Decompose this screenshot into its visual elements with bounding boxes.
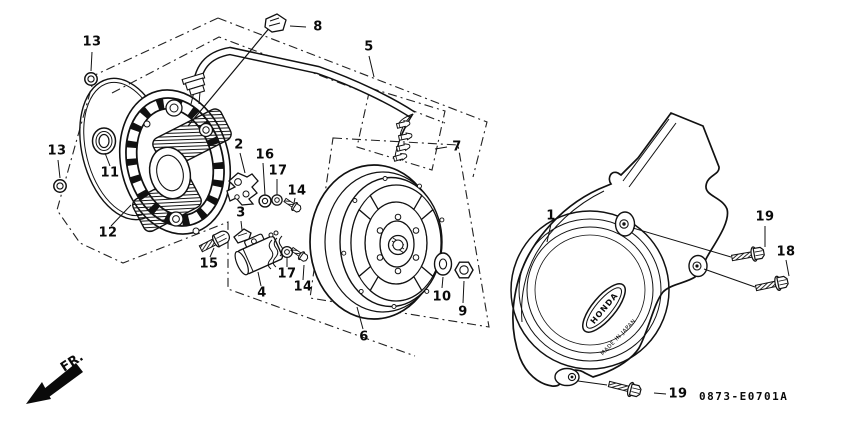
- part-callout-8: 8: [313, 19, 323, 35]
- stator-plate: [118, 89, 232, 235]
- part-callout-7: 7: [452, 139, 462, 155]
- plain-washer: [271, 194, 283, 206]
- harness-connectors: [392, 113, 414, 163]
- grommet: [91, 127, 117, 155]
- wire-clamp: [264, 13, 287, 33]
- part-callout-5: 5: [364, 39, 374, 55]
- flange-bolt: [753, 273, 790, 296]
- plain-washer: [280, 245, 294, 259]
- pan-head-screw: [198, 230, 230, 253]
- stator-assembly: [53, 13, 416, 276]
- cover-ear-top: [614, 211, 636, 237]
- part-callout-11: 11: [100, 165, 120, 181]
- part-callout-1: 1: [546, 208, 556, 224]
- fr-arrow-icon: [26, 382, 51, 404]
- lock-washer: [258, 194, 272, 208]
- part-callout-3: 3: [236, 205, 246, 221]
- cover-ear-bottom: [554, 367, 580, 387]
- wire-lead: [187, 25, 272, 127]
- part-callout-19b: 19: [668, 386, 688, 402]
- part-callout-13a: 13: [82, 34, 102, 50]
- flange-bolt: [730, 244, 766, 266]
- contact-breaker-bracket: [226, 172, 259, 206]
- part-callout-17b: 17: [277, 266, 297, 282]
- part-callout-14a: 14: [287, 183, 307, 199]
- flywheel-rotor: [309, 164, 445, 320]
- harness-grommet-fitting: [181, 72, 206, 96]
- part-callout-15: 15: [199, 256, 219, 272]
- part-callout-14b: 14: [293, 279, 313, 295]
- o-ring: [84, 72, 98, 86]
- part-callout-13b: 13: [47, 143, 67, 159]
- part-callout-4: 4: [257, 285, 267, 301]
- fr-arrow-shaft: [44, 363, 83, 397]
- cover-ear-right: [688, 254, 708, 278]
- diagram-code: 0873-E0701A: [699, 390, 789, 403]
- fr-direction: FR.: [26, 350, 86, 404]
- flywheel-nut: [454, 261, 474, 279]
- part-callout-12: 12: [98, 225, 118, 241]
- part-callout-18: 18: [776, 244, 796, 260]
- flange-bolt: [606, 376, 643, 400]
- part-callout-9: 9: [458, 304, 468, 320]
- boundary-lines: [56, 17, 490, 357]
- part-callout-2: 2: [234, 137, 244, 153]
- leader-lines: [57, 25, 790, 395]
- condenser: [234, 230, 284, 276]
- wire-harness: [191, 46, 416, 119]
- flywheel-washer: [433, 252, 453, 276]
- cover-boss: [510, 210, 670, 370]
- part-callout-17a: 17: [268, 163, 288, 179]
- part-callout-6: 6: [359, 329, 369, 345]
- o-ring: [53, 179, 67, 193]
- small-bolt: [281, 195, 303, 215]
- part-callout-19a: 19: [755, 209, 775, 225]
- part-callout-16: 16: [255, 147, 275, 163]
- cover-outline: [512, 111, 729, 387]
- bullet-terminal: [395, 119, 412, 130]
- crankcase-cover: HONDA MADE IN JAPAN: [510, 111, 729, 387]
- part-callout-10: 10: [432, 289, 452, 305]
